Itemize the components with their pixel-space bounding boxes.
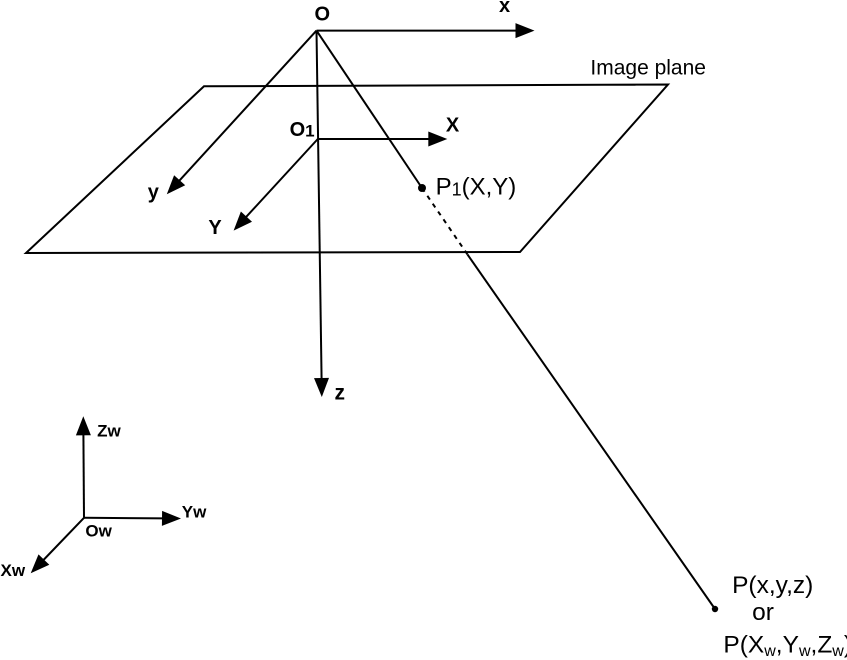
svg-text:or: or	[752, 599, 774, 626]
svg-text:O: O	[315, 3, 331, 25]
svg-text:Image plane: Image plane	[590, 57, 706, 80]
svg-text:P(x,y,z): P(x,y,z)	[732, 572, 813, 599]
svg-text:P1(X,Y): P1(X,Y)	[436, 174, 517, 201]
svg-text:P(Xw,Yw,Zw): P(Xw,Yw,Zw)	[723, 631, 847, 660]
svg-text:X: X	[446, 114, 460, 136]
svg-text:Ow: Ow	[85, 521, 112, 540]
svg-text:z: z	[335, 382, 346, 405]
svg-text:x: x	[499, 0, 510, 17]
svg-text:Yw: Yw	[182, 503, 207, 522]
svg-text:Y: Y	[208, 217, 222, 239]
svg-text:y: y	[148, 182, 160, 204]
svg-text:Zw: Zw	[97, 422, 121, 441]
svg-text:O1: O1	[290, 119, 315, 141]
svg-text:Xw: Xw	[1, 561, 26, 580]
